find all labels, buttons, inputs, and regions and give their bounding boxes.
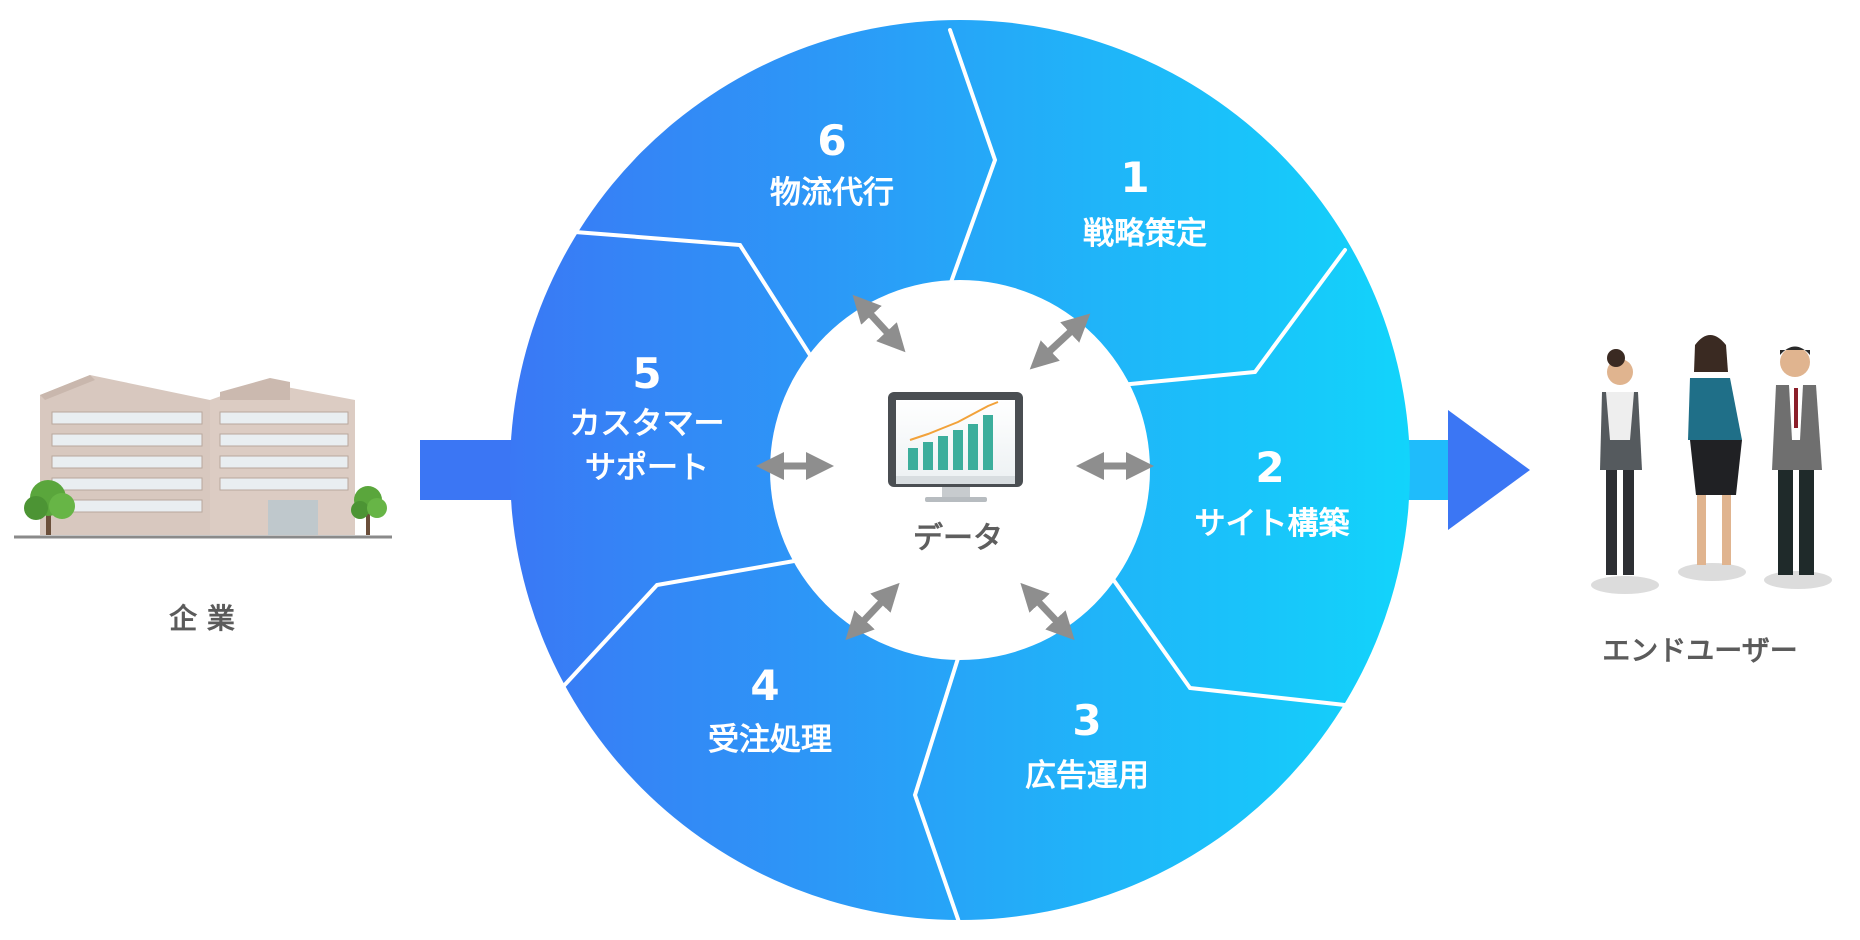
step-2-number: 2 [1255,443,1284,492]
step-3[interactable]: 3 広告運用 [1025,696,1149,794]
step-4-number: 4 [750,661,779,710]
step-6-number: 6 [817,116,846,165]
business-people-icon [1591,335,1832,594]
connector-arrows [756,294,1154,641]
connector-arrow-6 [852,294,906,353]
step-1-number: 1 [1120,153,1149,202]
step-5-number: 5 [632,349,661,398]
step-5-label-line1: カスタマー [570,406,725,442]
connector-arrow-3 [1020,582,1075,641]
flow-arrow-out [1390,410,1530,530]
connector-arrow-1 [1029,313,1091,370]
center-label: データ [913,521,1003,556]
office-building-icon [14,375,392,539]
company-label: 企 業 [169,602,235,635]
tree-icon [24,480,75,535]
monitor-bar-chart-icon [888,392,1023,502]
step-3-label: 広告運用 [1025,758,1149,794]
step-2-label: サイト構築 [1195,506,1351,542]
step-5[interactable]: 5 カスタマー サポート [570,349,725,486]
step-5-label-line2: サポート [585,450,709,486]
step-6[interactable]: 6 物流代行 [770,116,894,211]
step-1[interactable]: 1 戦略策定 [1083,153,1207,252]
step-4[interactable]: 4 受注処理 [708,661,832,758]
step-2[interactable]: 2 サイト構築 [1195,443,1351,542]
step-1-label: 戦略策定 [1083,216,1207,252]
step-4-label: 受注処理 [708,722,832,758]
connector-arrow-4 [845,582,900,641]
end-user-label: エンドユーザー [1602,634,1797,667]
tree-icon [351,486,387,535]
step-3-number: 3 [1072,696,1101,745]
step-6-label: 物流代行 [770,175,894,211]
segment-dividers [558,28,1347,927]
